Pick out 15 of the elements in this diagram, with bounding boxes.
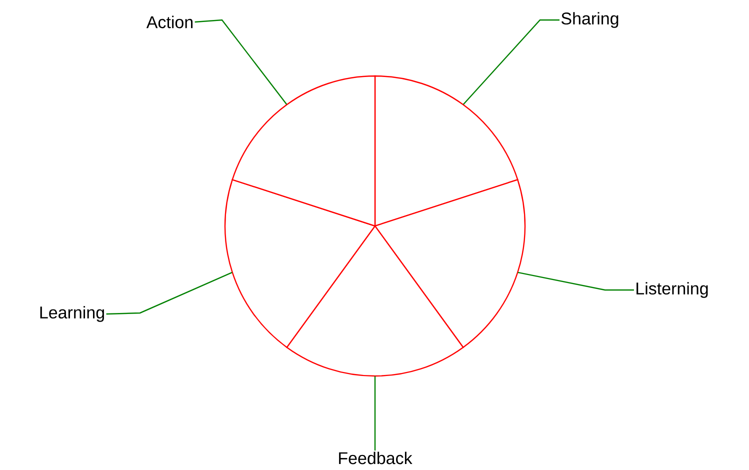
label-text: Action [146,16,193,28]
pie-slice [232,75,376,227]
leader-line [462,19,560,105]
leader-line [518,272,634,291]
pie-slice [224,179,376,348]
leader-line [374,376,376,451]
label-text: Sharing [561,12,618,28]
label-text: Listerning [636,282,708,298]
leader-line [194,19,288,105]
pie-slice [374,75,518,227]
pie-slice [286,225,464,377]
label-text: Learning [40,306,104,322]
label-text: Feedback [339,452,412,464]
leader-line [106,272,232,315]
pie-slice [374,179,526,348]
